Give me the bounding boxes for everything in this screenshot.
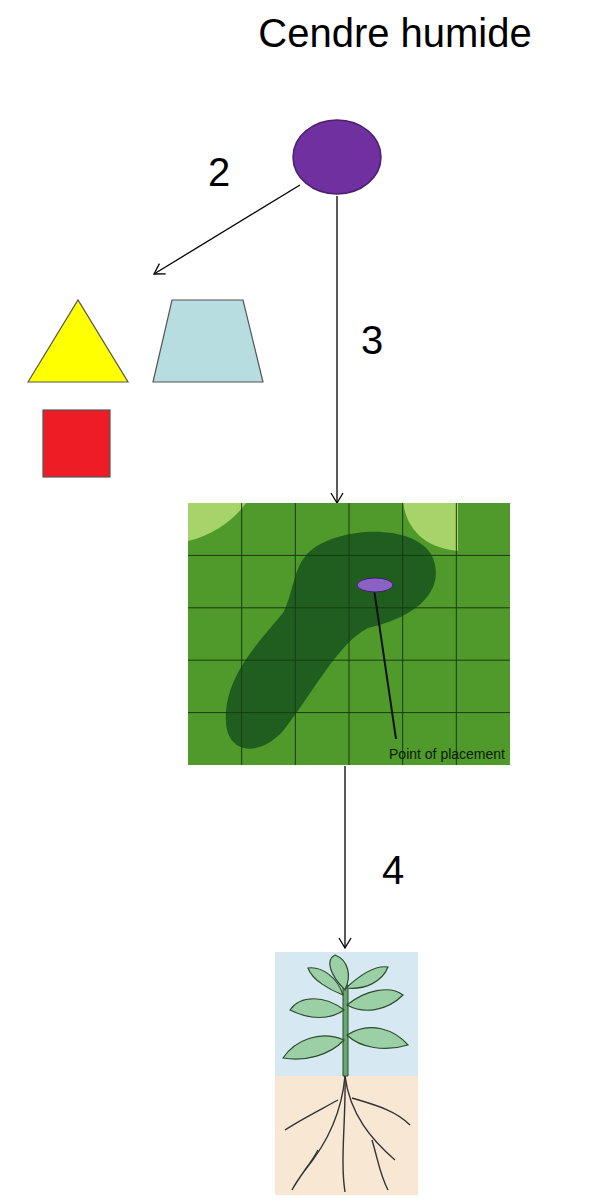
flow-arrow <box>336 196 337 503</box>
arrow-line <box>154 185 300 274</box>
yellow-triangle <box>28 300 128 382</box>
callout-number: 2 <box>208 152 230 192</box>
red-square <box>43 410 110 477</box>
callout-number: 4 <box>382 850 404 890</box>
placed-ash <box>357 578 393 592</box>
grid-map <box>188 503 510 765</box>
placement-grid: Point of placement <box>188 503 510 765</box>
plant-illustration <box>275 952 418 1195</box>
callout-number: 3 <box>361 320 383 360</box>
arrow-line <box>344 766 345 948</box>
map-label: Point of placement <box>389 746 505 762</box>
node-heading: Cendre humide <box>240 0 550 56</box>
leader-line <box>374 589 396 739</box>
ash-ellipse-shape <box>293 120 381 194</box>
ash-ellipse: Cendre humide <box>240 0 550 196</box>
blue-trapezoid <box>153 300 263 382</box>
